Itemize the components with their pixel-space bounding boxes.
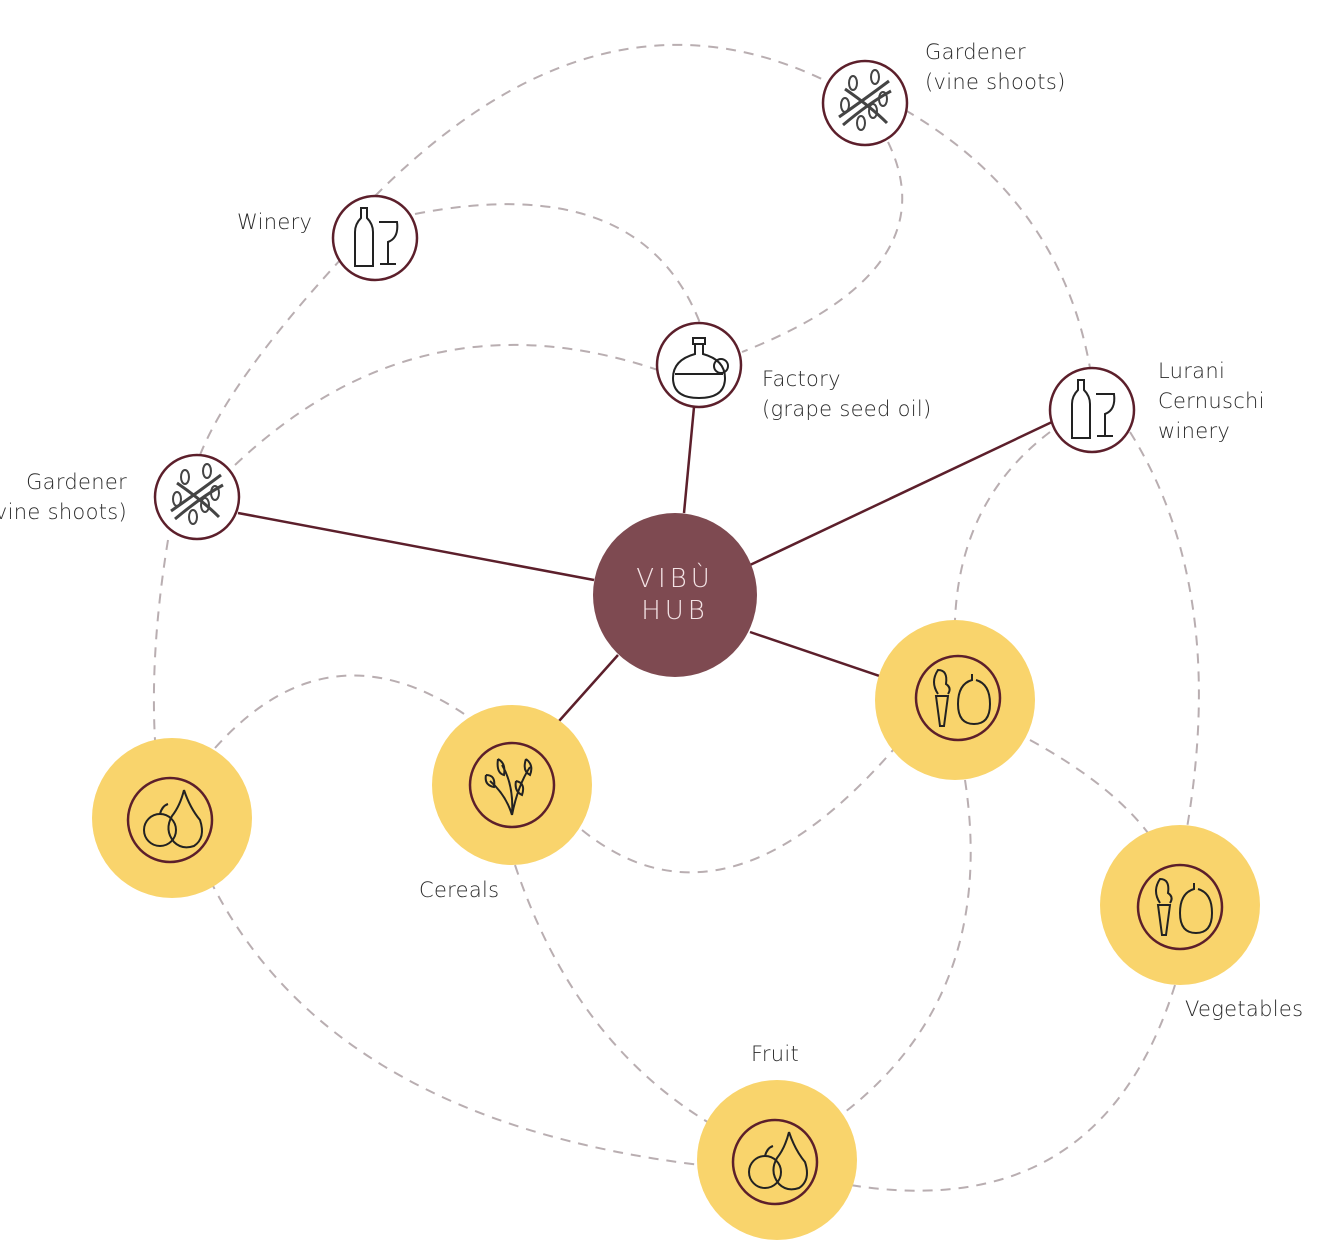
dashed-connections [152,43,1200,1192]
node-fruit-bottom [731,1118,819,1206]
label-line: Gardener [26,470,127,494]
node-gardener-left [153,453,241,541]
dash-cereals-fruit-bottom [514,864,741,1141]
label-gardener-left: Gardener (vine shoots) [0,467,127,527]
dash-fruit-left-fruit-bottom [209,879,701,1166]
link-gardener-left [237,511,595,582]
node-vegetables-2 [1136,863,1224,951]
label-line: Gardener [925,40,1026,64]
halo-cereals [432,705,592,865]
dash-gardener-left-fruit-left [152,539,169,741]
halo-vegetables-1 [875,620,1035,780]
hub-label-line1: VIBÙ [636,564,714,594]
dash-gardener-left-factory [234,343,659,466]
label-fruit: Fruit [751,1042,800,1066]
dash-veg1-fruit-bottom [819,779,972,1131]
dash-winery-gardener-left [199,257,343,456]
dash-winery-factory [414,203,701,324]
dash-veg2-fruit-bottom [849,984,1176,1192]
dash-winery-gardener-top [374,43,829,197]
label-winery: Winery [237,210,313,234]
label-line: (grape seed oil) [762,397,932,421]
label-lurani: Lurani Cernuschi winery [1158,356,1265,446]
label-vegetables: Vegetables [1185,997,1304,1021]
label-factory: Factory (grape seed oil) [762,364,932,424]
label-line: Factory [762,367,841,391]
hub-node [593,513,757,677]
label-line: Lurani [1158,359,1226,383]
node-factory [655,321,743,409]
label-line: (vine shoots) [0,500,127,524]
dash-gardener-top-lurani [904,109,1091,369]
label-cereals: Cereals [419,878,500,902]
label-line: Cernuschi [1158,389,1265,413]
node-winery [331,194,419,282]
label-line: winery [1158,419,1231,443]
node-lurani [1048,366,1136,454]
link-factory [682,406,696,514]
dash-lurani-veg1 [954,431,1051,621]
hub-label-line2: HUB [641,596,709,626]
node-vegetables-1 [914,654,1002,742]
label-line: (vine shoots) [925,70,1066,94]
dash-fruit-left-cereals [214,674,471,749]
dash-veg1-veg2 [1029,739,1171,871]
yellow-halos [92,620,1260,1240]
dash-gardener-top-factory [741,141,904,353]
dash-lurani-veg2 [1129,431,1200,866]
hub-label: VIBÙ HUB [593,563,757,627]
label-gardener-top: Gardener (vine shoots) [925,37,1066,97]
node-gardener-top [821,59,909,147]
node-fruit-left [126,776,214,864]
dash-cereals-veg1 [581,729,911,874]
link-lurani [749,420,1053,567]
node-cereals [468,741,556,829]
